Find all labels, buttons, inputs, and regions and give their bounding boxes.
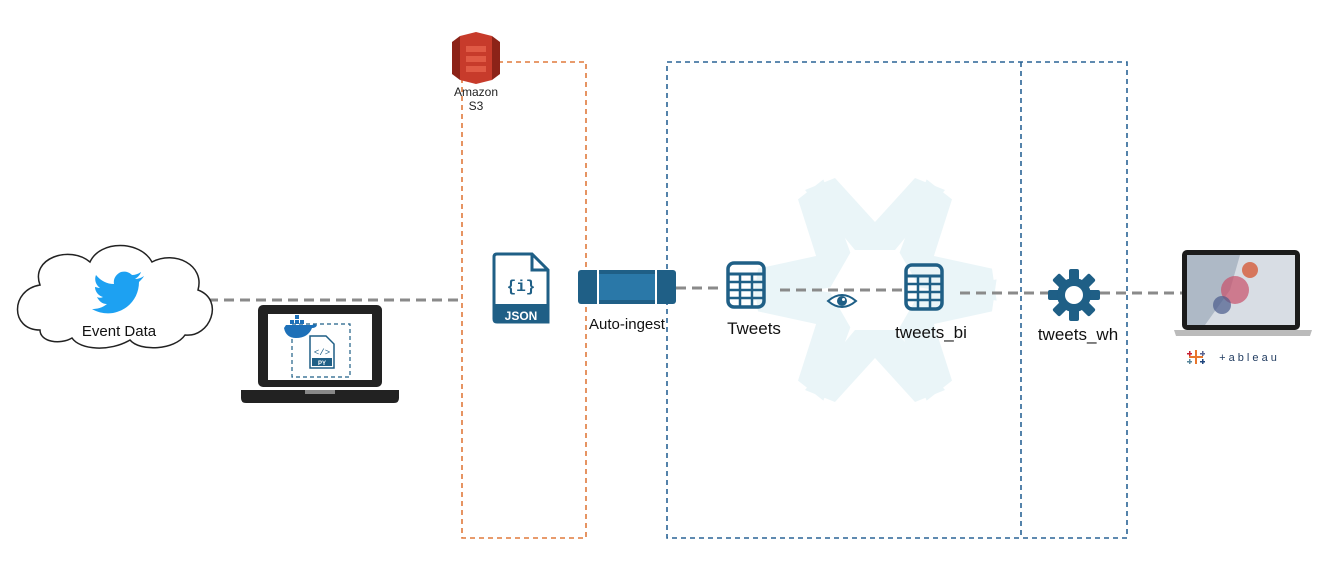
- json-glyph: {i}: [507, 278, 536, 296]
- eye-icon: [826, 294, 858, 308]
- gear-icon: [1048, 269, 1100, 321]
- tweets-label: Tweets: [727, 319, 781, 338]
- tableau-logo: [1187, 350, 1205, 364]
- py-file-tag: PY: [318, 361, 326, 367]
- event-data-label: Event Data: [82, 323, 157, 340]
- auto-ingest-label: Auto-ingest: [589, 316, 666, 333]
- pipe-icon: [578, 270, 676, 304]
- tableau-wordmark: + a b l e a u: [1219, 352, 1277, 364]
- s3-label-line2: S3: [469, 99, 484, 113]
- python-file-icon: </> PY: [309, 335, 335, 369]
- json-file-icon: [492, 252, 550, 324]
- connector-lines: [208, 286, 1190, 302]
- tweets-wh-label: tweets_wh: [1038, 325, 1118, 344]
- laptop-dashboard-icon: [1174, 250, 1312, 336]
- twitter-bird-icon: [92, 271, 144, 314]
- snowflake-watermark-icon: [743, 173, 1007, 407]
- json-label: JSON: [505, 309, 538, 323]
- tweets-bi-label: tweets_bi: [895, 323, 967, 342]
- s3-boundary: [461, 61, 587, 539]
- s3-label-line1: Amazon: [454, 85, 498, 99]
- amazon-s3-icon: [452, 32, 500, 84]
- svg-text:</>: </>: [314, 348, 330, 358]
- docker-whale-icon: [284, 315, 317, 338]
